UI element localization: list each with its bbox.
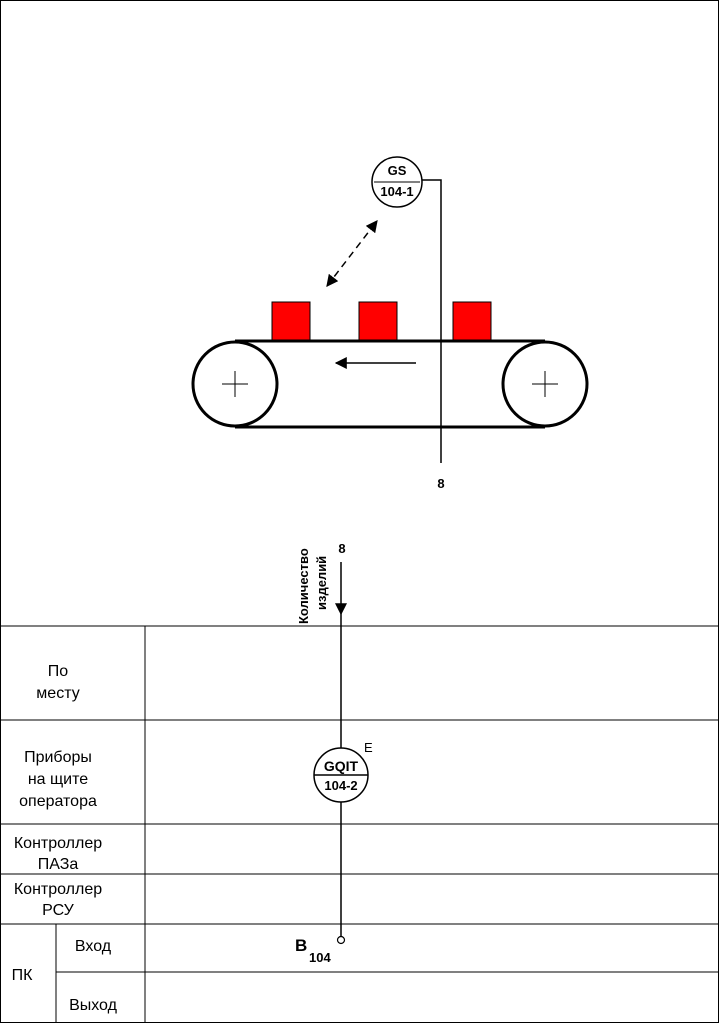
terminal-point[interactable] xyxy=(336,935,346,945)
row-pk-label: ПК xyxy=(12,967,34,984)
instrument-gqit[interactable]: GQIT 104-2 xyxy=(313,747,369,803)
row-paz-line2: ПАЗа xyxy=(38,856,79,873)
row-panel-line3: оператора xyxy=(19,793,97,810)
sensor-gs-number: 104-1 xyxy=(380,184,413,199)
row-local-line2: месту xyxy=(36,685,79,702)
row-pk-input: Вход xyxy=(75,938,112,955)
row-local-line1: По xyxy=(48,663,69,680)
row-rsu-line2: РСУ xyxy=(42,902,75,919)
terminal-index: 104 xyxy=(309,950,331,965)
signal-label-line2: изделий xyxy=(314,556,329,610)
row-pk-output: Выход xyxy=(69,997,118,1014)
sensor-gs[interactable]: GS 104-1 xyxy=(371,156,423,208)
signal-label-line1: Количество xyxy=(296,548,311,624)
terminal-letter: B xyxy=(295,936,307,955)
detection-arrow xyxy=(326,220,378,287)
instrument-gqit-letters: GQIT xyxy=(324,758,359,774)
row-rsu-line1: Контроллер xyxy=(14,881,102,898)
row-panel-line2: на щите xyxy=(28,771,88,788)
row-paz-line1: Контроллер xyxy=(14,835,102,852)
instrument-table xyxy=(0,625,719,1023)
conveyor-item xyxy=(452,301,492,341)
row-panel-line1: Приборы xyxy=(24,749,92,766)
sensor-gs-lead xyxy=(422,179,442,463)
conveyor-item xyxy=(358,301,398,341)
signal-connection: 8 xyxy=(338,541,345,556)
sensor-gs-letters: GS xyxy=(388,163,407,178)
conveyor-item xyxy=(271,301,311,341)
instrument-gqit-number: 104-2 xyxy=(324,778,357,793)
conveyor xyxy=(191,339,589,429)
instrument-flag: E xyxy=(364,740,373,755)
sensor-gs-connection: 8 xyxy=(437,476,444,491)
